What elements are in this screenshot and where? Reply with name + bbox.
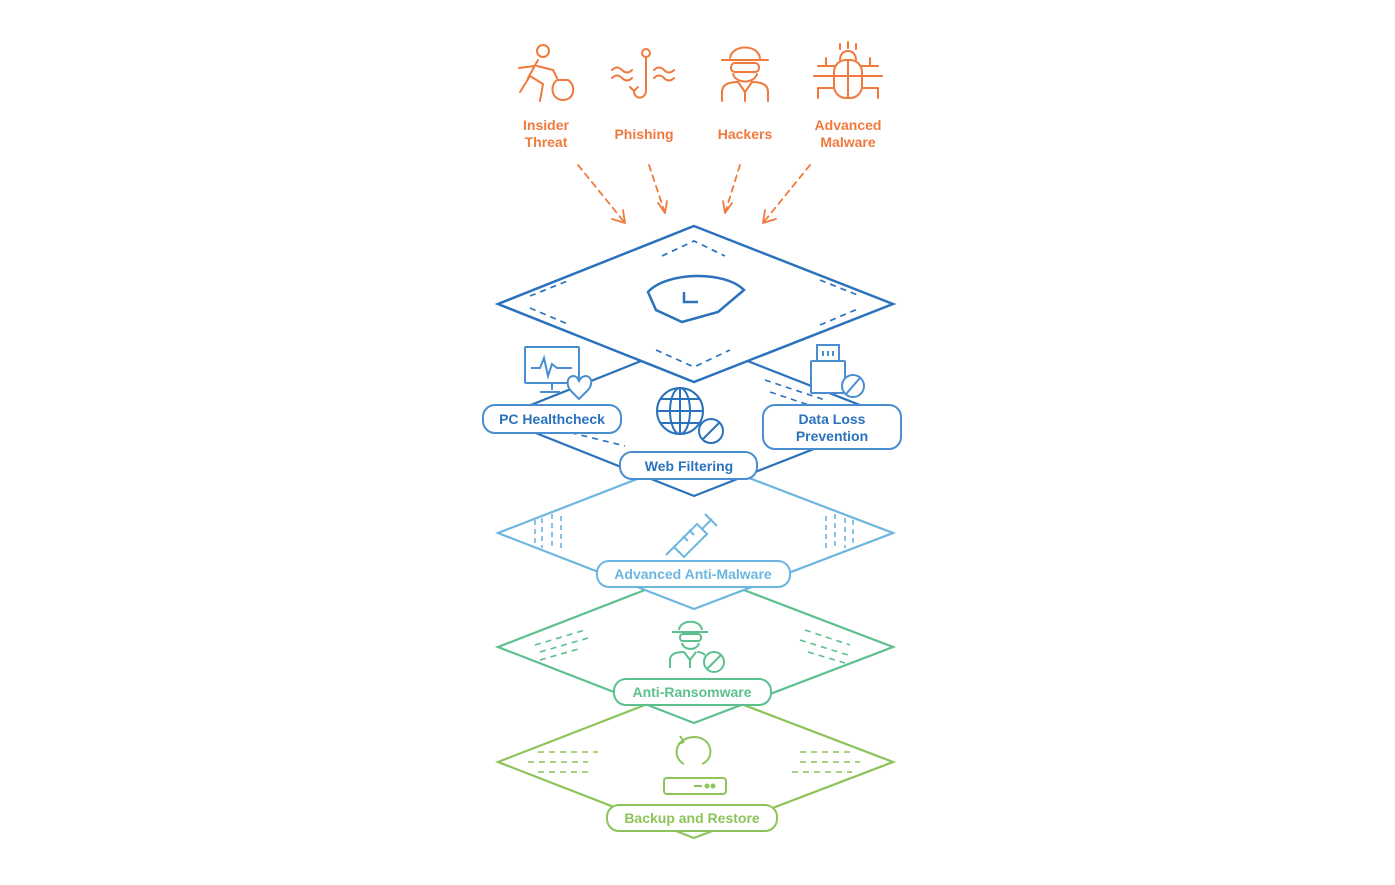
bug-icon (813, 41, 883, 99)
label-anti-ransomware: Anti-Ransomware (613, 678, 772, 706)
web-filtering-label: Web Filtering (645, 458, 733, 474)
insider-thief-icon (518, 44, 575, 102)
label-anti-malware: Advanced Anti-Malware (596, 560, 791, 588)
arrow-malware (762, 164, 811, 224)
arrow-phishing (648, 164, 668, 214)
label-backup-restore: Backup and Restore (606, 804, 778, 832)
hacker-icon (721, 46, 769, 102)
label-pc-healthcheck: PC Healthcheck (482, 404, 622, 434)
blocked-hacker-icon (669, 620, 725, 673)
phishing-hook-icon (611, 48, 675, 99)
monitor-heart-icon (524, 346, 593, 401)
threat-label-malware-line1: Advanced (815, 117, 882, 133)
threat-labels: Insider Threat Phishing Hackers Advanced… (523, 117, 881, 150)
arrow-hackers (722, 164, 741, 214)
anti-ransomware-label: Anti-Ransomware (632, 684, 751, 700)
threat-label-phishing: Phishing (614, 126, 673, 142)
layer-backup (494, 684, 897, 840)
usb-blocked-icon (810, 344, 865, 398)
backup-restore-icon (663, 735, 727, 795)
threat-arrows (577, 164, 811, 224)
layer-anti-ransomware (494, 569, 897, 725)
threats-group (518, 41, 883, 102)
data-loss-label-line2: Prevention (796, 428, 868, 444)
data-loss-label-line1: Data Loss (799, 411, 866, 427)
pc-healthcheck-label: PC Healthcheck (499, 411, 605, 427)
threat-label-hackers: Hackers (718, 126, 773, 142)
layer-top-shield (494, 224, 897, 384)
threat-label-insider-line1: Insider (523, 117, 569, 133)
arrow-insider (577, 164, 626, 224)
label-web-filtering: Web Filtering (619, 451, 758, 480)
threat-label-insider-line2: Threat (525, 134, 568, 150)
threat-label-malware-line2: Malware (820, 134, 875, 150)
label-data-loss-prevention: Data Loss Prevention (762, 404, 902, 450)
shield-check-icon (646, 274, 746, 324)
anti-malware-label: Advanced Anti-Malware (614, 566, 772, 582)
syringe-icon (665, 513, 718, 559)
backup-restore-label: Backup and Restore (624, 810, 760, 826)
globe-blocked-icon (656, 387, 724, 444)
